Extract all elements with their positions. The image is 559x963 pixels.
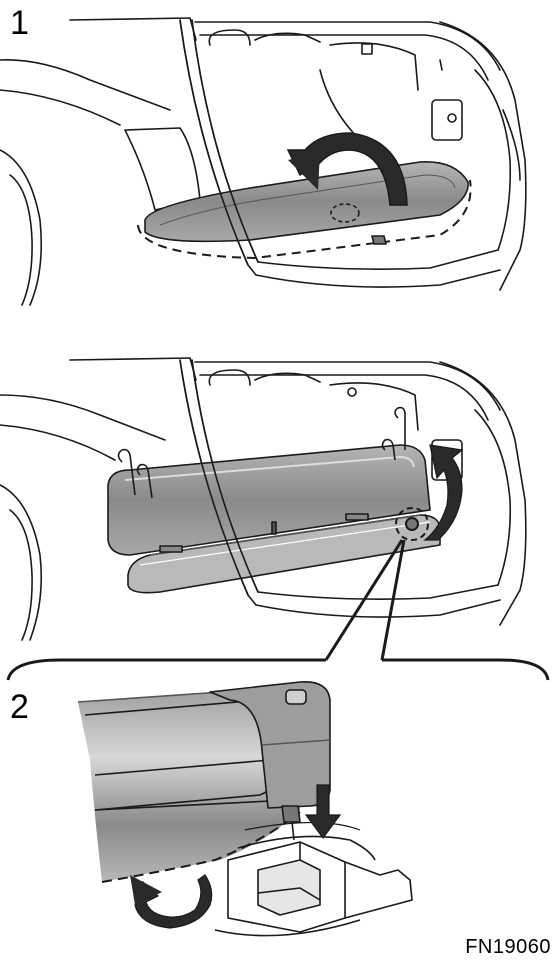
tonneau-cover-2 (107, 406, 441, 594)
curved-arrow-icon (286, 132, 408, 206)
detail-roller-assembly (77, 681, 413, 937)
step-2-number: 2 (10, 688, 29, 726)
step-1-number: 1 (10, 4, 29, 42)
callout-connector (6, 539, 550, 681)
figure-code: FN19060 (465, 936, 551, 958)
panel-1-car-rear (0, 17, 527, 306)
rotate-arrow-icon (130, 874, 213, 929)
tray-latch-outline (330, 203, 360, 223)
down-arrow-icon (304, 784, 342, 840)
latch-detail-circle (395, 507, 429, 541)
curved-arrow-icon (423, 444, 464, 541)
